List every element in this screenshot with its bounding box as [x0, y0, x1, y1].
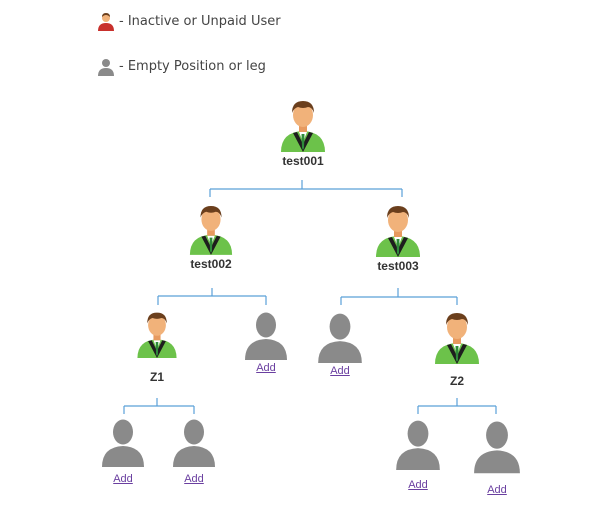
node-name: Z1 [149, 370, 164, 384]
add-link[interactable]: Add [184, 473, 204, 485]
legend-empty-label: - Empty Position or leg [119, 58, 266, 74]
active-user-icon[interactable] [374, 203, 422, 257]
node-z2[interactable]: Z2 [433, 310, 481, 388]
add-link[interactable]: Add [113, 473, 133, 485]
node-empty-position[interactable]: Add [473, 418, 521, 496]
node-name: Z2 [449, 374, 464, 388]
legend-inactive-label: - Inactive or Unpaid User [119, 13, 281, 29]
node-test003[interactable]: test003 [374, 203, 422, 273]
node-name: test002 [190, 257, 232, 271]
node-empty-position[interactable]: Add [172, 417, 216, 485]
connector-z1 [123, 398, 195, 414]
connector-root [209, 180, 403, 197]
empty-position-icon [244, 310, 288, 360]
active-user-icon[interactable] [135, 310, 179, 358]
legend-empty-position: - Empty Position or leg [96, 56, 266, 76]
connector-test002 [157, 288, 267, 305]
add-link[interactable]: Add [408, 479, 428, 491]
active-user-icon[interactable] [433, 310, 481, 364]
connector-z2 [417, 398, 497, 414]
node-name: test001 [282, 154, 324, 168]
active-user-icon[interactable] [188, 203, 234, 255]
inactive-user-icon [96, 11, 116, 31]
empty-position-icon [96, 56, 116, 76]
add-link[interactable]: Add [256, 362, 276, 374]
empty-position-icon [395, 418, 441, 470]
add-link[interactable]: Add [330, 365, 350, 377]
active-user-icon[interactable] [279, 98, 327, 152]
add-link[interactable]: Add [487, 484, 507, 496]
node-name: test003 [377, 259, 419, 273]
legend-inactive-user: - Inactive or Unpaid User [96, 11, 281, 31]
node-empty-position[interactable]: Add [395, 418, 441, 491]
connector-test003 [340, 288, 458, 305]
node-empty-position[interactable]: Add [244, 310, 288, 374]
node-test001[interactable]: test001 [279, 98, 327, 168]
empty-position-icon [101, 417, 145, 467]
empty-position-icon [317, 311, 363, 363]
node-empty-position[interactable]: Add [317, 311, 363, 377]
node-empty-position[interactable]: Add [101, 417, 145, 485]
empty-position-icon [172, 417, 216, 467]
empty-position-icon [473, 418, 521, 474]
node-test002[interactable]: test002 [188, 203, 234, 271]
node-z1[interactable]: Z1 [135, 310, 179, 384]
